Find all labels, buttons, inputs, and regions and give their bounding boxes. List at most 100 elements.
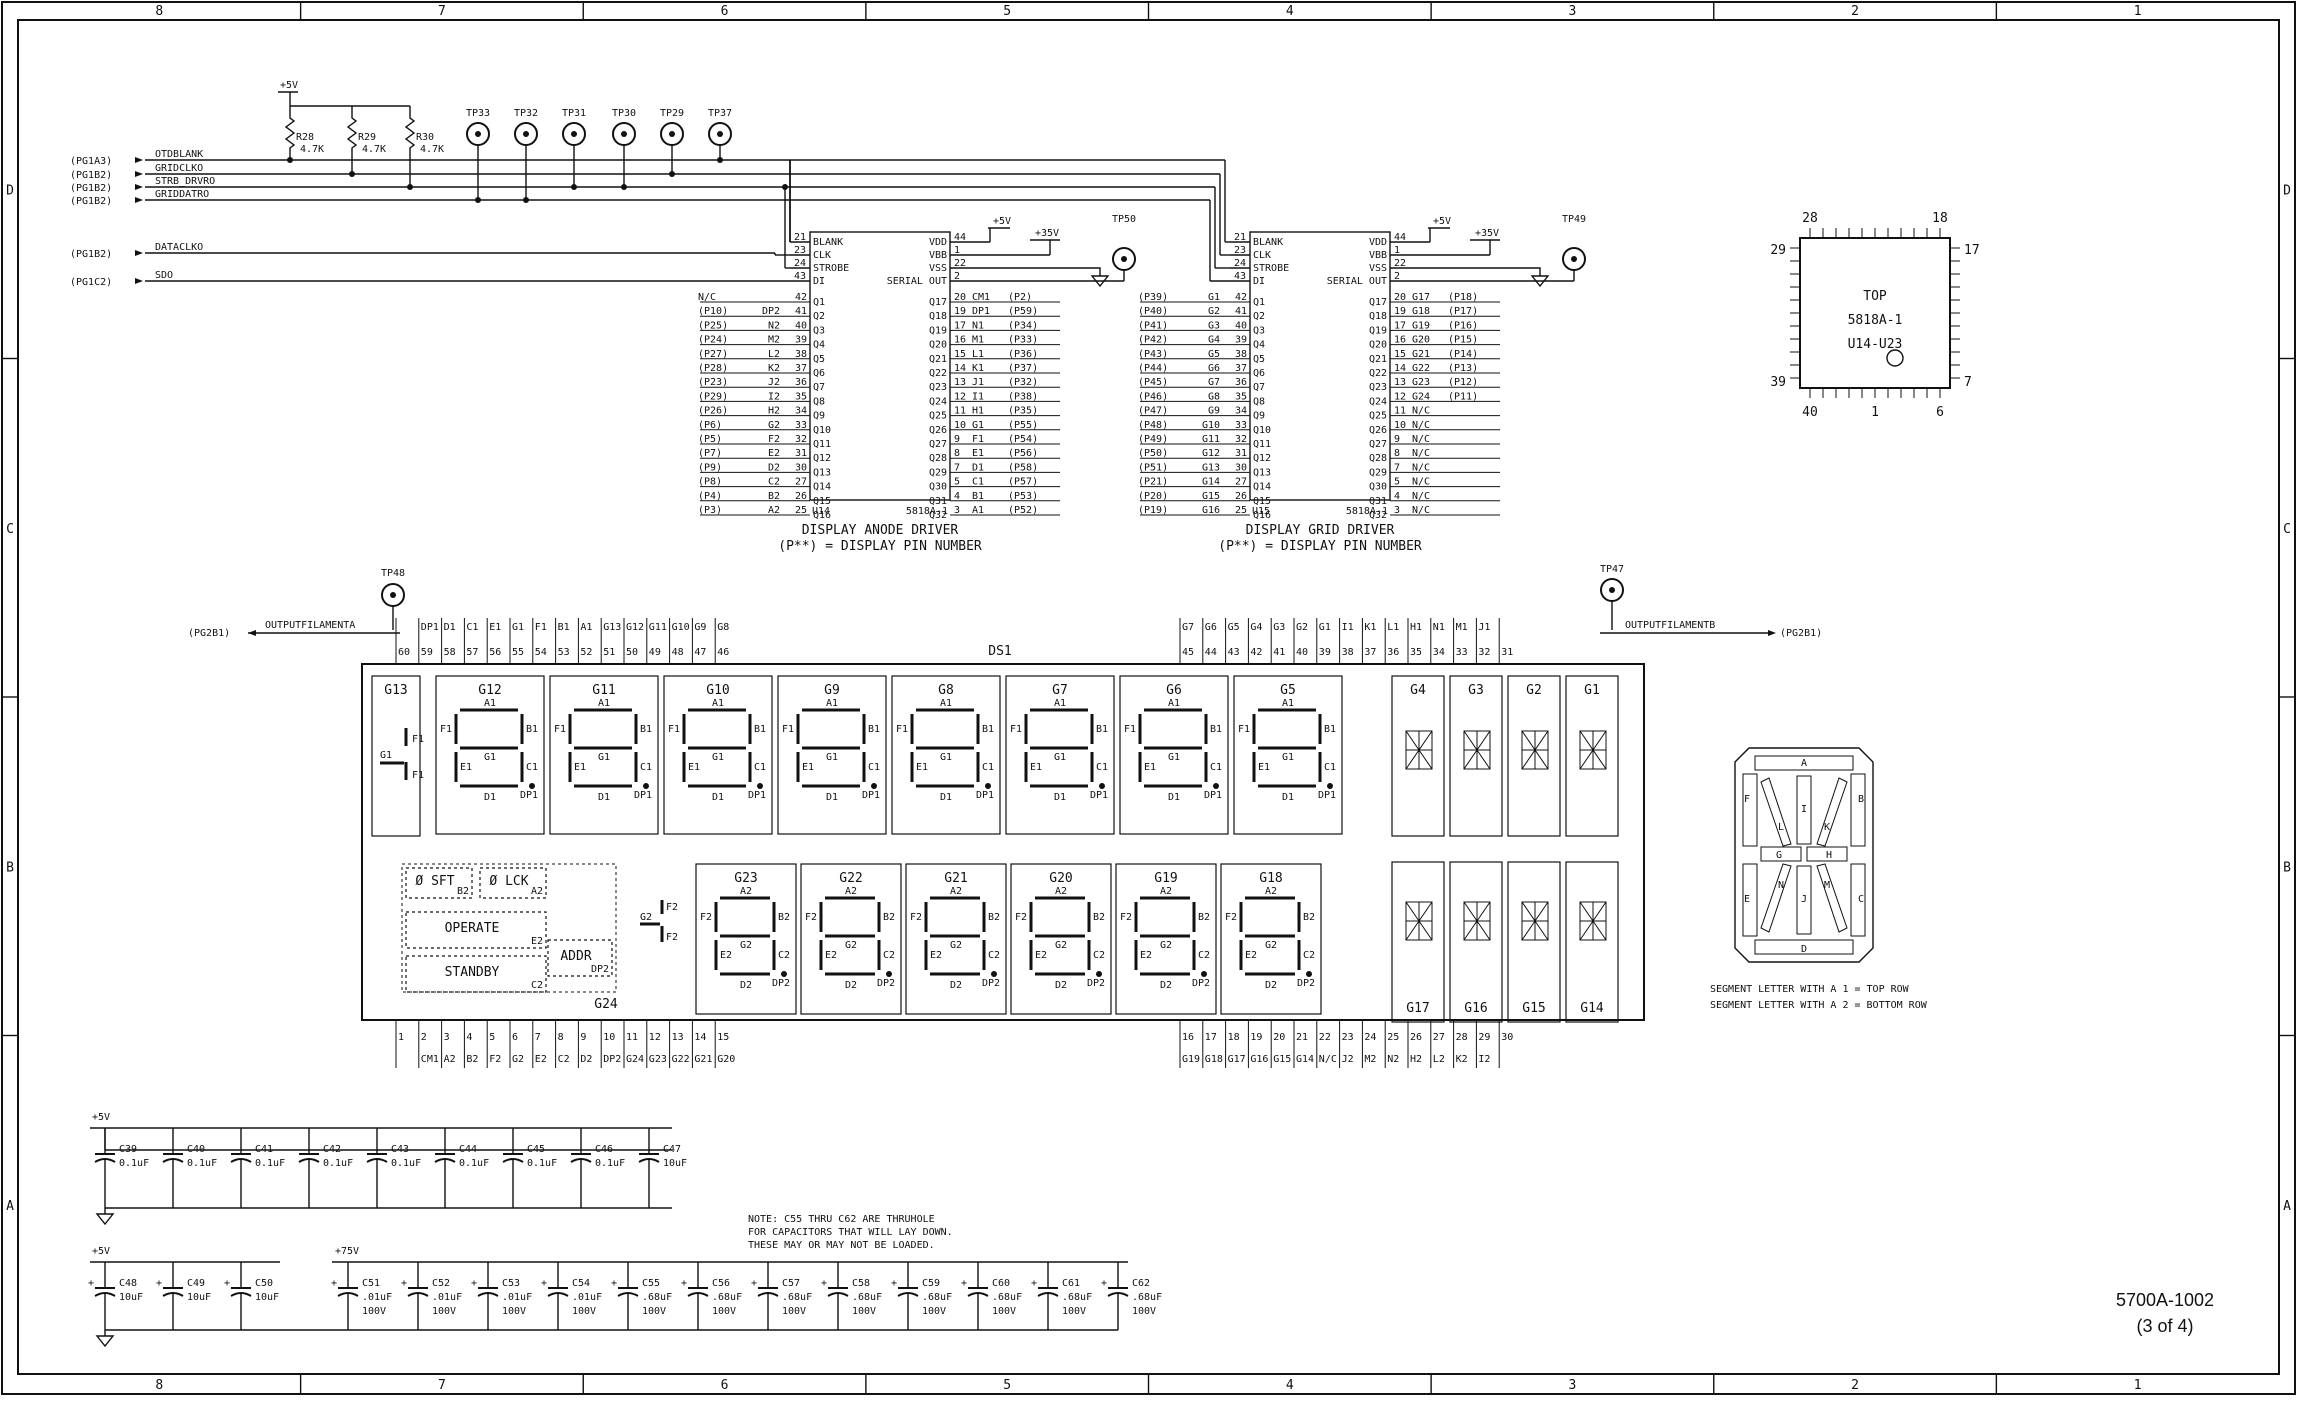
segment-label: F1: [554, 724, 566, 735]
digit-grid-label: G10: [706, 683, 729, 698]
digit-cell: [905, 863, 1007, 1015]
segment-name: G20: [1412, 335, 1430, 346]
segment-label: E1: [1258, 762, 1270, 773]
display-pin-number: 13: [672, 1032, 684, 1043]
capacitor-voltage: 100V: [852, 1306, 876, 1317]
segment-label: C2: [1198, 950, 1210, 961]
segment-label: G2: [950, 940, 962, 951]
segment-label: C2: [1303, 950, 1315, 961]
display-pin-ref: (P18): [1448, 292, 1478, 303]
starburst-seg: [1521, 730, 1549, 770]
zone-column-label-bottom: 4: [1286, 1378, 1294, 1393]
display-pin-number: 45: [1182, 647, 1194, 658]
annunciator-sft: [405, 867, 473, 899]
ic-part: 5818A-1: [1346, 506, 1388, 517]
display-ds1-body: [361, 663, 1645, 1021]
display-pin-number: 8: [558, 1032, 564, 1043]
decimal-point-icon: [757, 783, 763, 789]
decimal-point-icon: [1306, 971, 1312, 977]
package-pin-number: 17: [1964, 243, 1980, 258]
display-pin-ref: (P5): [698, 434, 722, 445]
display-pin-number: 14: [694, 1032, 706, 1043]
segment-name: G12: [1202, 448, 1220, 459]
pin-name: Q14: [813, 482, 831, 493]
arrow-icon: [135, 157, 143, 163]
segment-label: G1: [712, 752, 724, 763]
segment-label: D1: [826, 792, 838, 803]
polarity-mark: +: [471, 1278, 477, 1289]
segment-name: DP2: [762, 306, 780, 317]
capacitor-value: .68uF: [712, 1292, 742, 1303]
pin-number: 33: [1235, 420, 1247, 431]
segment-label: F1: [782, 724, 794, 735]
input-port-label: (PG1B2): [70, 249, 112, 260]
pin-name: Q23: [1369, 382, 1387, 393]
starburst-legend-icon: [1734, 747, 1874, 963]
digit-cell: [1119, 675, 1229, 835]
pin-name: Q8: [813, 396, 825, 407]
resistor-ref: R30: [416, 132, 434, 143]
segment-label: F2: [1015, 912, 1027, 923]
pin-number: 8: [1394, 448, 1400, 459]
legend-seg-e: [1742, 863, 1758, 937]
display-pin-number: 49: [649, 647, 661, 658]
pin-number: 16: [954, 335, 966, 346]
capacitor-voltage: 100V: [1132, 1306, 1156, 1317]
capacitor-ref: C51: [362, 1278, 380, 1289]
zone-row-label-left: D: [6, 183, 14, 198]
pin-name: Q5: [1253, 354, 1265, 365]
package-range: U14-U23: [1848, 337, 1903, 352]
display-pin-signal: D2: [580, 1054, 592, 1065]
display-pin-signal: G1: [512, 622, 524, 633]
segment-label: F2: [910, 912, 922, 923]
segment-label: A1: [484, 698, 496, 709]
segment-name: N/C: [1412, 462, 1430, 473]
segment-label: A1: [826, 698, 838, 709]
display-pin-signal: G7: [1182, 622, 1194, 633]
display-pin-ref: (P4): [698, 491, 722, 502]
segment-label: B1: [1096, 724, 1108, 735]
decimal-point-icon: [1327, 783, 1333, 789]
pin-name: Q11: [1253, 439, 1271, 450]
resistor-value: 4.7K: [362, 144, 386, 155]
legend-seg-b: [1850, 773, 1866, 847]
display-pin-signal: G20: [717, 1054, 735, 1065]
pin-number: 41: [795, 306, 807, 317]
capacitor-value: .68uF: [782, 1292, 812, 1303]
display-pin-ref: (P10): [698, 306, 728, 317]
capacitor-voltage: 100V: [572, 1306, 596, 1317]
pin-name: BLANK: [813, 237, 843, 248]
note-line: THESE MAY OR MAY NOT BE LOADED.: [748, 1240, 935, 1251]
display-pin-number: 60: [398, 647, 410, 658]
segment-label: E2: [1035, 950, 1047, 961]
pin-name: Q18: [1369, 311, 1387, 322]
legend-seg-n: [1760, 863, 1792, 933]
digit-cell: [435, 675, 545, 835]
alpha-grid-label: G14: [1580, 1001, 1604, 1016]
power-label: +5V: [92, 1112, 110, 1123]
segment-label: G2: [740, 940, 752, 951]
power-label: +5V: [993, 216, 1011, 227]
pin-name: Q31: [929, 496, 947, 507]
decimal-point-icon: [871, 783, 877, 789]
segment-label: C1: [982, 762, 994, 773]
junction-dot: [523, 197, 529, 203]
capacitor-ref: C47: [663, 1144, 681, 1155]
package-pin-number: 6: [1936, 405, 1944, 420]
segment-label: B1: [1210, 724, 1222, 735]
test-point-label: TP50: [1112, 214, 1136, 225]
junction-dot: [287, 157, 293, 163]
capacitor-voltage: 100V: [1062, 1306, 1086, 1317]
legend-segment-letter: I: [1801, 804, 1807, 815]
pin-number: 7: [1394, 462, 1400, 473]
display-pin-number: 29: [1478, 1032, 1490, 1043]
segment-name: G13: [1202, 462, 1220, 473]
segment-name: G4: [1208, 335, 1220, 346]
ic-part: 5818A-1: [906, 506, 948, 517]
display-pin-ref: (P56): [1008, 448, 1038, 459]
display-pin-signal: B1: [558, 622, 570, 633]
display-pin-signal: DP2: [603, 1054, 621, 1065]
segment-name: J1: [972, 377, 984, 388]
display-pin-number: 53: [558, 647, 570, 658]
pin-name: Q12: [1253, 453, 1271, 464]
